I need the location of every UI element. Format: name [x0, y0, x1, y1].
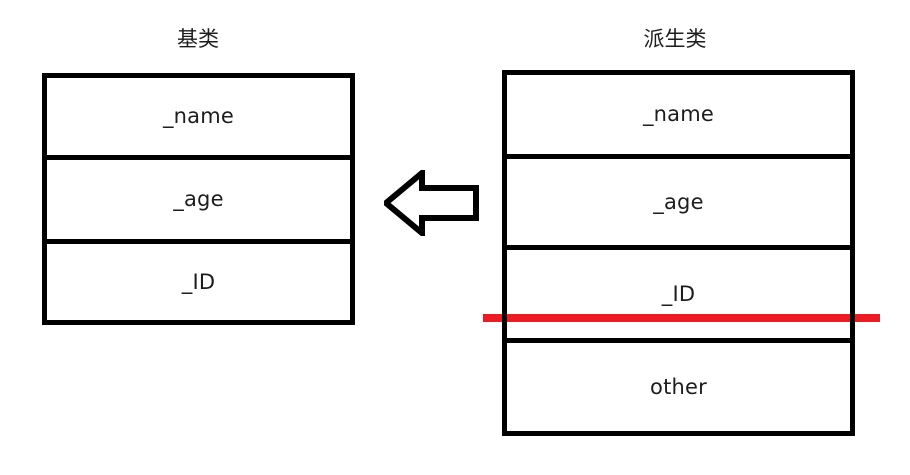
base-class-box: _name _age _ID: [42, 73, 355, 325]
derived-class-member-row: _age: [507, 154, 850, 245]
inherited-members-separator-line: [483, 314, 880, 322]
derived-class-member-label: _name: [642, 102, 715, 126]
base-class-member-row: _age: [47, 155, 350, 239]
derived-box-border-overlap-left: [502, 310, 507, 326]
derived-class-member-row: _ID: [507, 245, 850, 338]
base-class-member-label: _ID: [181, 269, 216, 294]
derived-class-member-label: other: [650, 374, 707, 399]
base-class-member-row: _ID: [47, 239, 350, 320]
derived-box-border-overlap-right: [850, 310, 855, 326]
derived-class-member-label: _ID: [661, 281, 696, 306]
derived-class-member-label: _age: [653, 189, 704, 214]
base-class-member-row: _name: [47, 78, 350, 155]
arrow-left-icon: [384, 170, 479, 236]
base-class-member-label: _age: [173, 187, 224, 211]
base-class-title: 基类: [177, 27, 219, 51]
derived-class-member-row: _name: [507, 75, 850, 154]
base-class-member-label: _name: [162, 104, 235, 128]
derived-class-member-row: other: [507, 338, 850, 431]
derived-class-box: _name _age _ID other: [502, 70, 855, 436]
derived-class-title: 派生类: [643, 27, 707, 51]
